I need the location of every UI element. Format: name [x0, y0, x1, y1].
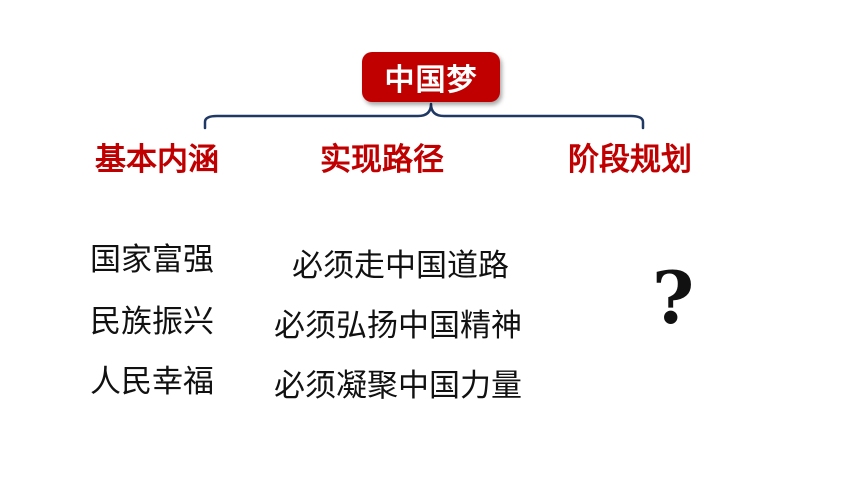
path-item-3: 必须凝聚中国力量	[274, 368, 522, 404]
connotation-item-2: 民族振兴	[90, 304, 214, 340]
connotation-item-1: 国家富强	[90, 242, 214, 278]
root-node-china-dream: 中国梦	[362, 52, 500, 102]
branch-realization-path: 实现路径	[320, 142, 444, 178]
path-item-1: 必须走中国道路	[292, 248, 509, 284]
connotation-item-3: 人民幸福	[90, 364, 214, 400]
question-mark: ?	[652, 255, 695, 340]
branch-stage-planning: 阶段规划	[568, 142, 692, 178]
branch-basic-connotation: 基本内涵	[95, 142, 219, 178]
path-item-2: 必须弘扬中国精神	[274, 308, 522, 344]
